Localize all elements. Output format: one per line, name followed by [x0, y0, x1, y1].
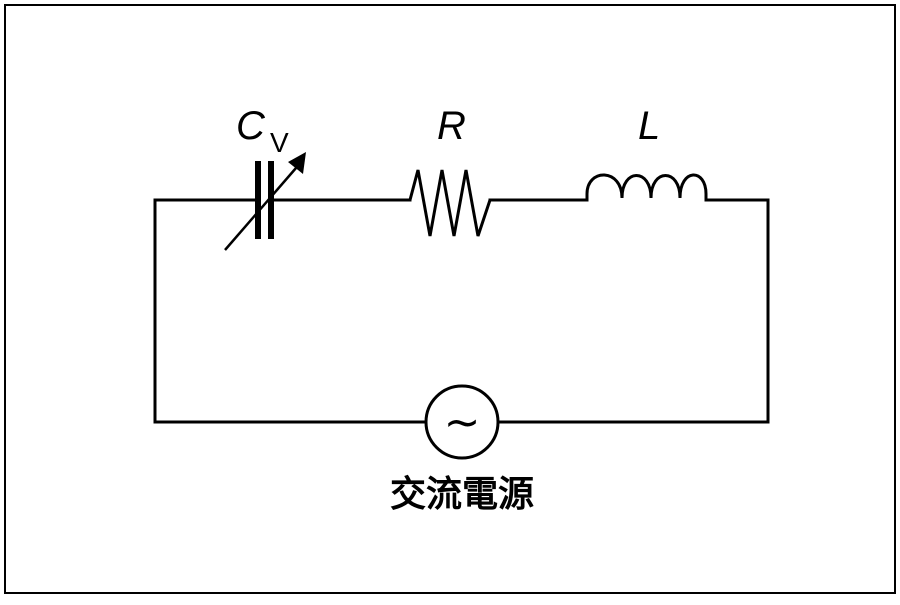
wire-right — [497, 198, 770, 424]
ac-source-label: 交流電源 — [390, 473, 534, 515]
inductor-label: L — [638, 104, 660, 148]
resistor-zigzag — [408, 169, 492, 237]
variable-arrow-line — [224, 167, 297, 251]
capacitor-plate-right — [268, 161, 274, 239]
capacitor-label: C — [236, 104, 266, 148]
resistor-label: R — [437, 104, 466, 148]
circuit-wires — [153, 198, 770, 424]
inductor-coil — [585, 173, 708, 200]
figure-border — [4, 4, 896, 594]
variable-arrow-head — [288, 152, 306, 174]
ac-source: ~ — [424, 384, 500, 460]
capacitor-subscript: V — [270, 127, 289, 158]
capacitor-plate-left — [255, 161, 261, 239]
wire-left — [153, 198, 427, 424]
variable-capacitor — [224, 152, 306, 251]
ac-source-circle — [424, 384, 500, 460]
ac-source-tilde: ~ — [444, 397, 481, 448]
